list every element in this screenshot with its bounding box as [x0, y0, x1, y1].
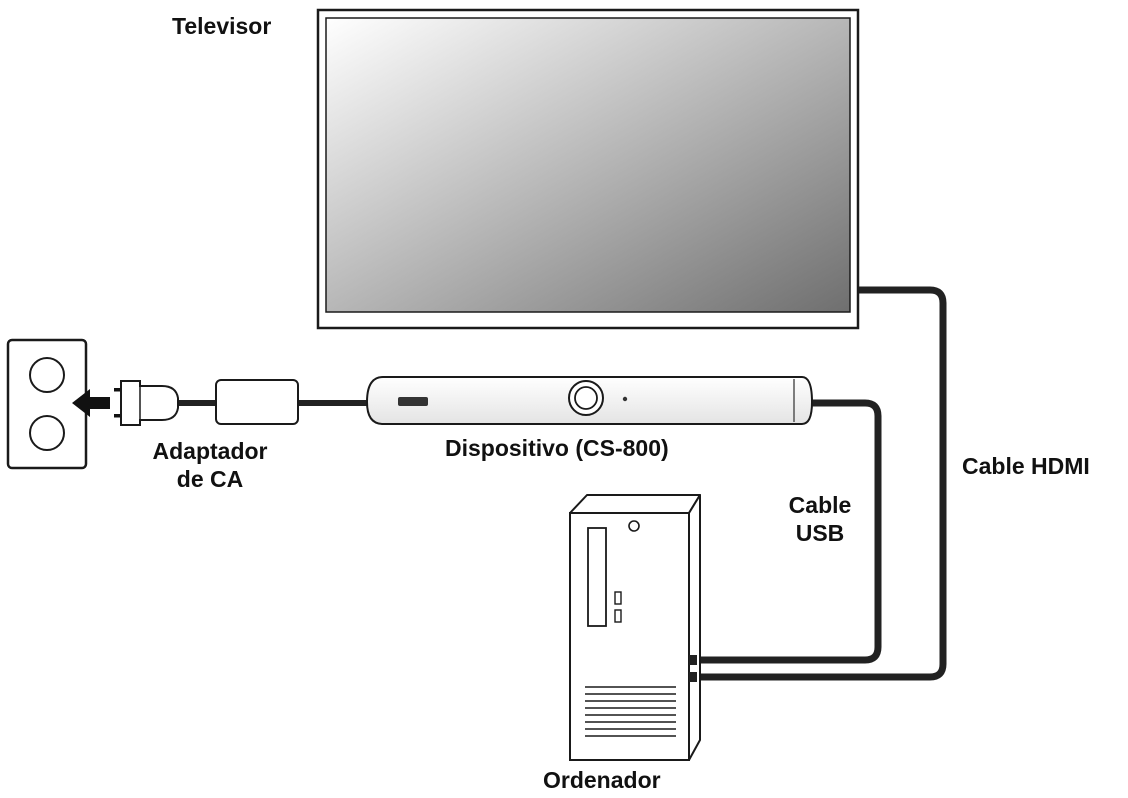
cs-800-device [365, 376, 814, 425]
hdmi-cable-label: Cable HDMI [962, 453, 1090, 479]
left-arrow-icon [72, 389, 110, 417]
power-plug-icon [114, 380, 179, 426]
adapter-label-line1: Adaptador [152, 438, 268, 464]
adapter-label: Adaptador de CA [130, 437, 290, 493]
television-icon [316, 8, 860, 330]
computer-label: Ordenador [543, 767, 661, 793]
usb-cable [686, 399, 882, 664]
tv-label: Televisor [172, 13, 272, 39]
usb-cable-label: Cable USB [770, 491, 870, 547]
adapter-label-line2: de CA [176, 466, 244, 492]
wall-outlet-icon [6, 338, 88, 470]
ac-adapter-icon [215, 379, 299, 425]
device-label: Dispositivo (CS-800) [445, 435, 669, 461]
desktop-tower-icon [569, 494, 701, 761]
usb-label-line2: USB [795, 520, 845, 546]
usb-label-line1: Cable [788, 492, 852, 518]
hdmi-cable [686, 286, 947, 681]
